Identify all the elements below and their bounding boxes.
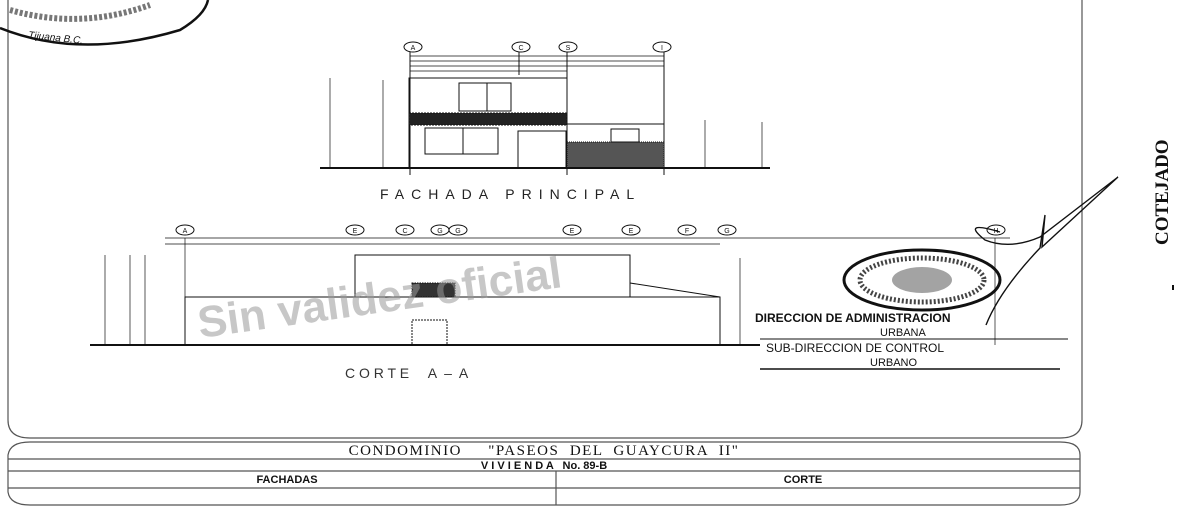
axis-label: A [183, 228, 188, 235]
seal-top-left: Tijuana B.C. [0, 0, 210, 47]
project-title: CONDOMINIO "PASEOS DEL GUAYCURA II" [349, 443, 740, 459]
axis-label: E [353, 228, 358, 235]
axis-label: E [570, 228, 575, 235]
stamp-line-2: URBANA [880, 327, 927, 339]
side-stamp: COTEJADO [1152, 139, 1173, 245]
signature [974, 176, 1119, 326]
section-title: C O R T E A – A [345, 365, 469, 381]
stamp-line-3: SUB-DIRECCION DE CONTROL [766, 341, 944, 355]
axis-label: S [566, 45, 571, 52]
watermark: Sin validez oficial [195, 248, 565, 348]
axis-label: F [685, 228, 689, 235]
axis-label: A [411, 45, 416, 52]
seal-text: Tijuana B.C. [28, 30, 84, 47]
stamp-line-1: DIRECCION DE ADMINISTRACION [755, 311, 951, 325]
axis-label: G [724, 228, 729, 235]
axis-label: C [518, 45, 523, 52]
elevation-title: FACHADA PRINCIPAL [380, 186, 641, 202]
axis-label: G [437, 228, 442, 235]
axis-label: E [629, 228, 634, 235]
unit-title: V I V I E N D A No. 89-B [481, 460, 607, 472]
sheet-border [7, 0, 1083, 506]
axis-label: I [661, 45, 663, 52]
official-stamp: DIRECCION DE ADMINISTRACION URBANA SUB-D… [755, 248, 1068, 370]
stamp-line-4: URBANO [870, 357, 918, 369]
column-corte: CORTE [784, 474, 823, 486]
axis-label: C [402, 228, 407, 235]
axis-label: G [455, 228, 460, 235]
column-fachadas: FACHADAS [256, 474, 317, 486]
